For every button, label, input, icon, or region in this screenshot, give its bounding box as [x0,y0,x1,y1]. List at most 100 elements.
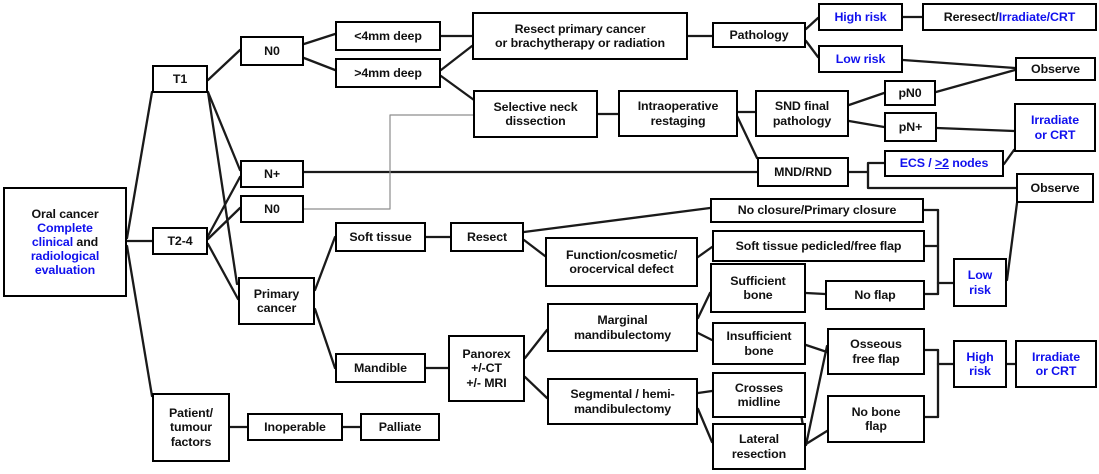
node-label-line: risk [969,364,991,378]
label-segment: Sufficient [730,273,786,288]
edge-primary-cancer--soft-tissue [313,235,337,292]
edge-marginal--insufficient-bone [696,331,714,342]
node-label-line: Sufficient [730,273,786,288]
node-label-line: pN+ [898,119,923,134]
node-label-line: Oral cancer [31,207,98,221]
edge-segmental--lateral-resection [696,407,714,444]
edge-low-risk-1--observe-1 [901,58,1017,70]
edge-root--patient-factors [125,244,154,398]
edge-resect--no-closure [522,206,712,234]
label-segment: ECS / [899,156,935,171]
node-label-line: Patient/ [169,406,213,420]
node-label-line: or CRT [1035,128,1076,142]
node-label-line: bone [744,344,773,358]
node-label-line: mandibulectomy [574,328,671,342]
node-label-line: Low risk [835,51,886,66]
label-segment: Intraoperative [637,99,719,114]
node-mandible: Mandible [335,353,426,383]
node-label-line: Lateral [739,432,779,446]
edge-t1--primary-cancer [206,90,239,286]
node-n-plus: N+ [240,160,304,188]
node-label-line: dissection [505,114,565,128]
edge-low-risk-2--observe-2 [1005,201,1019,282]
label-segment: clinical [31,234,74,249]
node-label-line: T1 [173,72,187,86]
node-n0-t1: N0 [240,36,304,66]
label-segment: radiological [30,249,100,263]
edge-function-defect--pedicled [696,245,714,259]
node-label-line: Insufficient [727,329,792,343]
label-segment: Complete [37,220,93,235]
label-segment: free flap [852,351,900,366]
node-observe-2: Observe [1016,173,1094,203]
node-panorex-ct-mri: Panorex+/-CT+/- MRI [448,335,525,402]
label-segment: pN0 [898,85,922,100]
label-segment: or brachytherapy or radiation [495,36,665,50]
node-label-line: bone [743,288,772,302]
node-label-line: Irradiate [1032,350,1080,364]
label-segment: Low risk [835,51,886,66]
label-segment: pN+ [898,119,923,134]
label-segment: nodes [948,156,989,171]
label-segment: >4mm deep [354,65,422,80]
edge-t2-4--n0-t2-4 [206,206,242,241]
label-segment: Oral cancer [31,206,99,221]
node-label-line: Function/cosmetic/ [566,248,677,262]
node-label-line: mandibulectomy [574,402,671,416]
label-segment: Low [967,268,993,283]
edge-t1--n-plus [206,90,242,172]
node-label-line: N+ [264,167,280,181]
label-segment: Primary [253,286,300,301]
label-segment: N0 [264,201,280,216]
node-label-line: Soft tissue [349,230,411,244]
node-label-line: Intraoperative [638,99,719,113]
label-segment: Osseous [850,337,902,352]
node-label-line: +/-CT [471,361,502,375]
label-segment: Soft tissue pedicled/free flap [735,238,902,253]
node-label-line: High [966,350,993,364]
label-segment: flap [865,419,887,433]
node-soft-tissue-pedicled-free-flap: Soft tissue pedicled/free flap [712,230,925,262]
node-label-line: midline [738,395,781,409]
node-observe-1: Observe [1015,57,1096,81]
label-segment: No bone [851,404,901,419]
edge-root--t1 [125,90,154,240]
node-label-line: No flap [854,288,895,302]
node-segmental-hemi-mandibulectomy: Segmental / hemi-mandibulectomy [547,378,698,425]
label-segment: High risk [834,9,887,24]
label-segment: bone [743,288,773,302]
node-label-line: N0 [264,44,280,58]
label-segment: +/-CT [471,361,502,376]
edge-snd-final--pn-plus [847,119,886,129]
node-label-line: High risk [834,10,886,24]
label-segment: T1 [172,71,188,86]
label-segment: Patient/ [169,406,213,421]
edge-pathology--low-risk-1 [804,39,820,59]
node-mnd-rnd: MND/RND [757,157,849,187]
label-segment: SND final [774,99,830,114]
node-label-line: Selective neck [493,100,577,114]
node-resect: Resect [450,222,524,252]
label-segment: Panorex [462,347,511,362]
node-label-line: No closure/Primary closure [738,203,897,217]
label-segment: evaluation [34,263,96,278]
label-segment: Marginal [597,313,648,328]
label-segment: Insufficient [726,329,792,344]
label-segment: Inoperable [264,419,326,434]
label-segment: or CRT [1035,364,1077,378]
node-high-risk-1: High risk [818,3,903,31]
label-segment: N0 [264,43,280,58]
label-segment: cancer [256,301,297,315]
node-low-risk-1: Low risk [818,45,903,73]
edge-mnd-rnd--observe-2 [866,170,1018,190]
label-segment: Palliate [378,419,422,434]
edge-intraoperative--mnd-rnd [735,114,759,160]
node-label-line: resection [732,447,786,461]
